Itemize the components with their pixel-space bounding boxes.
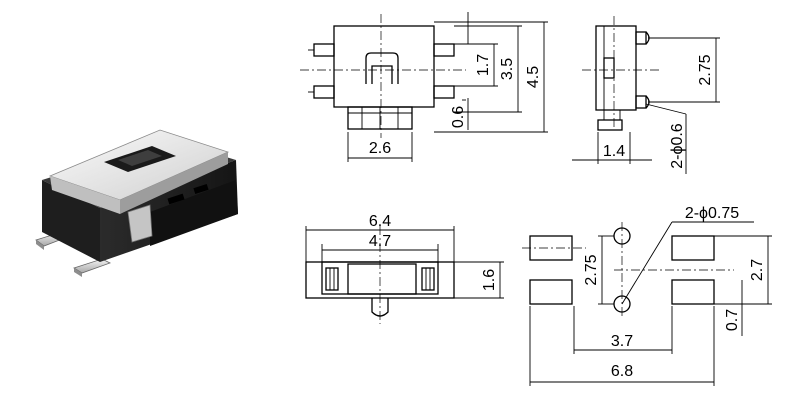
footprint-dimensions: 2-ϕ0.75 2.75 2.7 0.7 3.7 6.8 bbox=[529, 205, 772, 386]
switch-3d-illustration bbox=[35, 129, 238, 277]
dim-3-5: 3.5 bbox=[499, 58, 516, 80]
dim-2-phi-0-6: 2-ϕ0.6 bbox=[669, 123, 686, 169]
dim-6-4: 6.4 bbox=[369, 213, 391, 230]
dim-1-7: 1.7 bbox=[475, 54, 492, 76]
dim-2-phi-0-75: 2-ϕ0.75 bbox=[685, 205, 739, 222]
side-view-dimensions: 2.75 1.4 2-ϕ0.6 bbox=[572, 37, 720, 174]
dim-4-5: 4.5 bbox=[525, 66, 542, 88]
dim-1-4: 1.4 bbox=[603, 143, 625, 160]
dim-2-75-footprint: 2.75 bbox=[583, 254, 600, 285]
front-view bbox=[305, 226, 455, 324]
dim-0-6: 0.6 bbox=[450, 106, 467, 128]
front-view-dimensions: 6.4 4.7 1.6 bbox=[305, 213, 504, 299]
dim-1-6: 1.6 bbox=[481, 269, 498, 291]
dim-3-7: 3.7 bbox=[611, 333, 633, 350]
dim-6-8: 6.8 bbox=[611, 363, 633, 380]
dim-2-6: 2.6 bbox=[369, 140, 391, 157]
dim-0-7: 0.7 bbox=[724, 309, 741, 331]
top-view-dimensions: 2.6 1.7 3.5 4.5 0.6 bbox=[347, 12, 548, 162]
dim-2-7: 2.7 bbox=[749, 259, 766, 281]
top-view bbox=[300, 14, 466, 138]
dim-4-7: 4.7 bbox=[369, 233, 391, 250]
dim-2-75-side: 2.75 bbox=[697, 54, 714, 85]
pcb-footprint bbox=[522, 222, 734, 316]
side-view bbox=[582, 16, 660, 131]
